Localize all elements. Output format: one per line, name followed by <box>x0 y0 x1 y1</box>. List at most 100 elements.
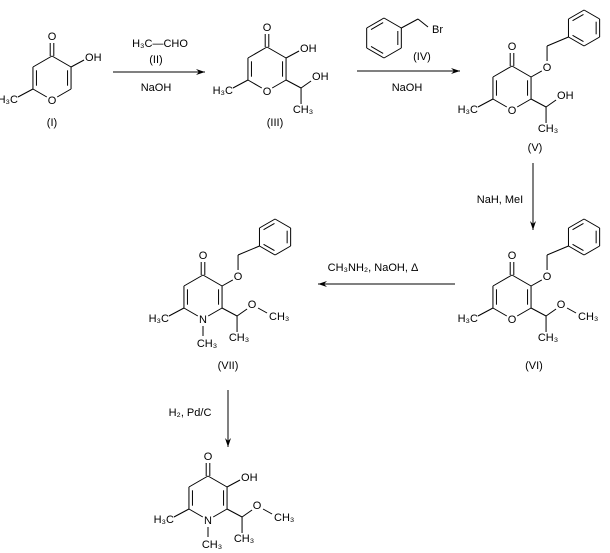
methoxy-oxygen: O <box>253 500 262 512</box>
n-methyl-group: CH₃ <box>202 539 222 551</box>
bond <box>546 245 569 256</box>
bond <box>221 279 234 287</box>
bond <box>492 98 508 108</box>
bond <box>259 245 276 256</box>
side-chain-hydroxyl: OH <box>557 90 574 102</box>
compound-label: (I) <box>47 117 57 129</box>
bond <box>583 245 600 256</box>
bond <box>370 46 384 54</box>
bond <box>237 245 260 256</box>
reagent-benzyl-bromide: Br (IV) <box>366 17 443 63</box>
methyl-group: H₃C <box>458 104 478 116</box>
bromine-label: Br <box>432 24 443 36</box>
side-chain-methyl: CH₃ <box>538 123 558 135</box>
reaction-arrow-step1: H₃C—CHO(II)NaOH <box>113 38 205 94</box>
bond <box>546 36 569 47</box>
bond <box>572 222 584 231</box>
methyl-group: H₃C <box>458 313 478 325</box>
bond <box>492 307 508 317</box>
bond <box>492 65 513 78</box>
bond <box>568 9 585 20</box>
reagent-label: H₃C—CHO <box>132 38 188 50</box>
compound-label: (V) <box>528 142 543 154</box>
compound-label: (VI) <box>525 360 543 372</box>
side-chain-methyl: CH₃ <box>234 533 254 545</box>
bond <box>530 279 543 287</box>
bond <box>383 17 402 29</box>
bond <box>266 46 287 59</box>
bond <box>530 98 547 108</box>
bond <box>241 509 253 518</box>
ring-heteroatom: N <box>204 515 212 527</box>
bond <box>545 308 557 317</box>
arrow-head <box>225 438 231 447</box>
bond <box>572 243 584 252</box>
methyl-group: H₃C <box>213 85 233 97</box>
bond <box>572 13 584 22</box>
bond <box>568 245 585 256</box>
bond <box>188 475 209 488</box>
conditions-label: CH₃NH₂, NaOH, Δ <box>328 262 419 274</box>
bond <box>247 79 263 89</box>
conditions-label: H₂, Pd/C <box>169 407 212 419</box>
hydroxyl-group: OH <box>300 43 317 55</box>
carbonyl-oxygen: O <box>263 22 272 34</box>
bond <box>188 508 204 518</box>
bond <box>566 307 577 314</box>
bond <box>285 79 302 89</box>
bond <box>545 99 557 108</box>
methyl-group: H₃C <box>0 94 18 106</box>
bond <box>568 36 585 47</box>
bond <box>207 307 223 317</box>
bond <box>221 307 238 317</box>
benzyloxy-oxygen: O <box>234 271 243 283</box>
bond <box>370 22 384 30</box>
reaction-arrow-step4: CH₃NH₂, NaOH, Δ <box>318 262 455 287</box>
carbonyl-oxygen: O <box>199 250 208 262</box>
bond <box>226 508 243 518</box>
bond <box>32 88 48 98</box>
bond <box>366 47 385 59</box>
arrow-head <box>451 68 460 74</box>
bond <box>572 34 584 43</box>
bond <box>262 508 273 515</box>
bond <box>168 307 185 317</box>
ring-heteroatom: N <box>199 314 207 326</box>
bond <box>285 50 300 59</box>
bond <box>274 245 291 256</box>
bond <box>183 307 199 317</box>
bond <box>263 243 275 252</box>
methyl-group: H₃C <box>154 514 174 526</box>
methoxy-oxygen: O <box>557 299 566 311</box>
reaction-arrow-step3: NaH, MeI <box>477 163 536 230</box>
bond <box>511 65 532 78</box>
methyl-group: H₃C <box>149 313 169 325</box>
methoxy-methyl: CH₃ <box>578 311 598 323</box>
carbonyl-oxygen: O <box>508 41 517 53</box>
bond <box>530 70 543 78</box>
bond <box>492 274 513 287</box>
bond <box>511 274 532 287</box>
bond <box>70 59 85 68</box>
side-chain-hydroxyl: OH <box>312 71 329 83</box>
bond <box>32 55 53 68</box>
benzyloxy-oxygen: O <box>543 271 552 283</box>
bond <box>516 307 532 317</box>
bond <box>383 47 402 59</box>
bond <box>183 274 204 287</box>
side-chain-methyl: CH₃ <box>293 104 313 116</box>
side-chain-methyl: CH₃ <box>229 332 249 344</box>
carbonyl-oxygen: O <box>508 250 517 262</box>
arrow-head <box>196 69 205 75</box>
bond <box>226 479 241 488</box>
compound-label: (IV) <box>413 51 431 63</box>
bond <box>259 218 276 229</box>
conditions-label: NaOH <box>141 82 172 94</box>
conditions-label: NaH, MeI <box>477 194 523 206</box>
